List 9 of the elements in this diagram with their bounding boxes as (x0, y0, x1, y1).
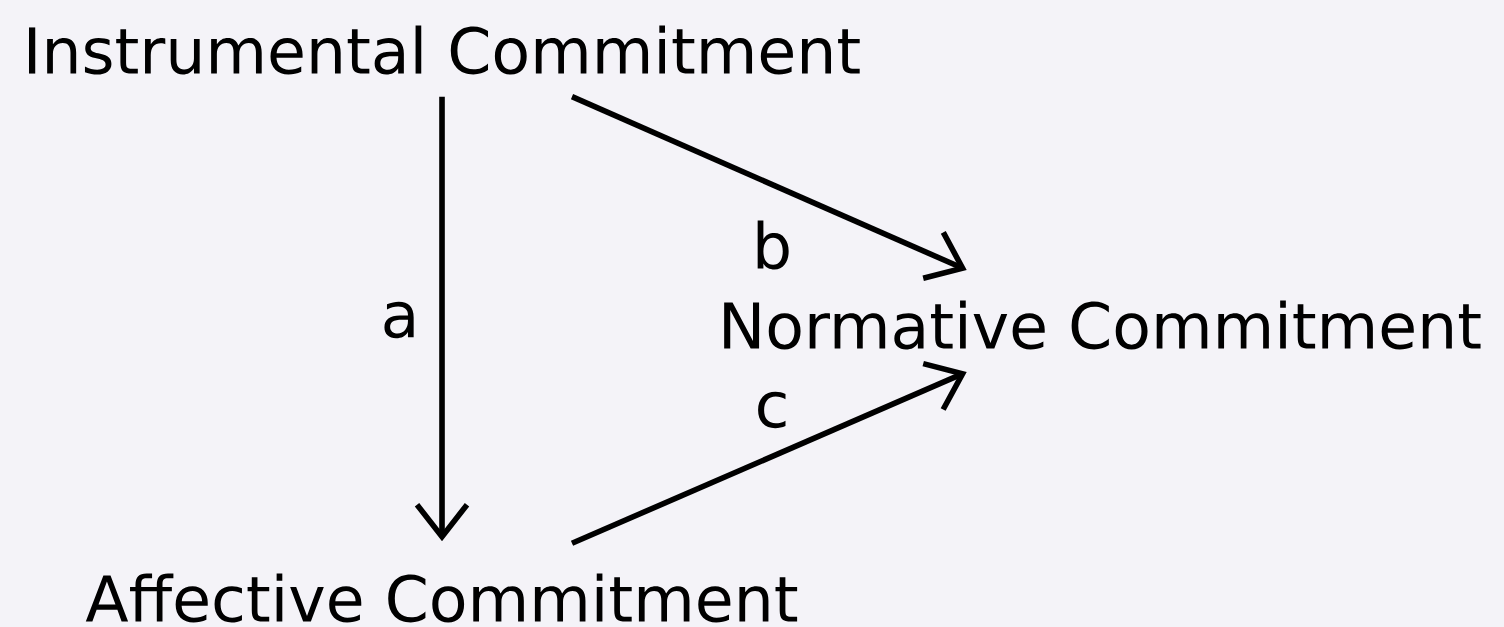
text-label: Affective Commitment (85, 573, 798, 623)
arrow (570, 360, 967, 546)
arrow (414, 96, 470, 542)
edge-label: b (748, 217, 796, 273)
edge-label: a (377, 298, 423, 342)
edge-label: c (751, 388, 793, 432)
text-label: Normative Commitment (724, 300, 1481, 350)
arrow (570, 94, 967, 281)
text-label: Instrumental Commitment (29, 25, 860, 75)
